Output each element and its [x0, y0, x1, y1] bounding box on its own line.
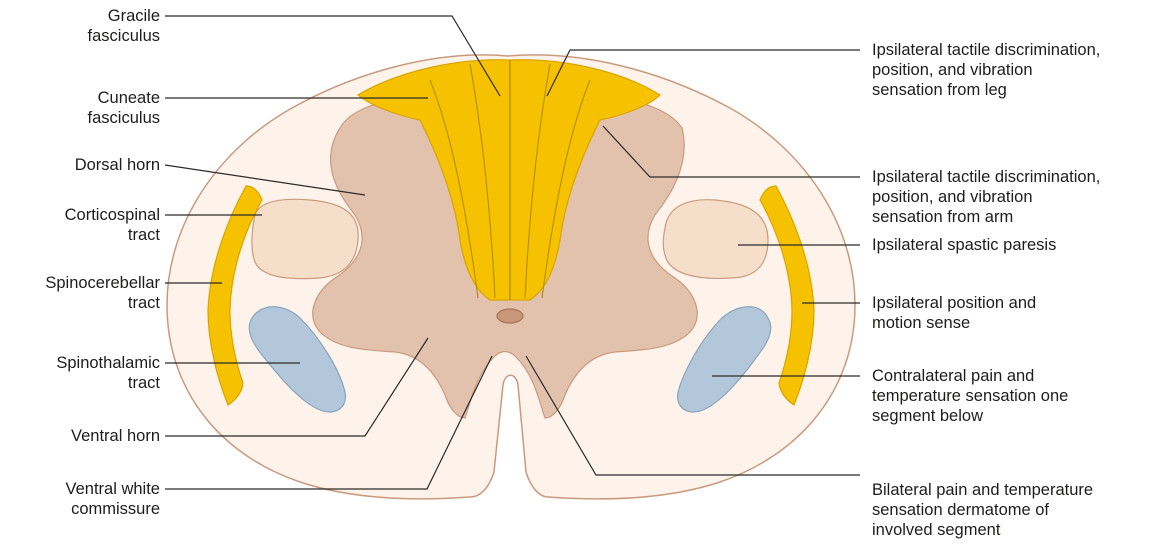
label-line: Ipsilateral tactile discrimination, [872, 40, 1100, 60]
label-line: Gracile [0, 6, 160, 26]
label-line: Spinothalamic [0, 353, 160, 373]
label-gracile-fasciculus: Gracile fasciculus [0, 6, 160, 46]
label-spinothalamic-tract: Spinothalamic tract [0, 353, 160, 393]
corticospinal-tract-left [252, 199, 358, 278]
label-line: tract [0, 225, 160, 245]
label-ventral-white-commissure: Ventral white commissure [0, 479, 160, 519]
label-dorsal-horn: Dorsal horn [0, 155, 160, 175]
label-line: Contralateral pain and [872, 366, 1068, 386]
label-line: Cuneate [0, 88, 160, 108]
label-ventral-horn: Ventral horn [0, 426, 160, 446]
label-line: Corticospinal [0, 205, 160, 225]
label-line: fasciculus [0, 108, 160, 128]
label-spastic-paresis: Ipsilateral spastic paresis [872, 235, 1056, 255]
label-line: commissure [0, 499, 160, 519]
label-line: segment below [872, 406, 1068, 426]
label-leg-sensation: Ipsilateral tactile discrimination, posi… [872, 40, 1100, 100]
label-line: tract [0, 293, 160, 313]
label-line: Ipsilateral tactile discrimination, [872, 167, 1100, 187]
label-contralateral-pain: Contralateral pain and temperature sensa… [872, 366, 1068, 426]
label-line: involved segment [872, 520, 1093, 540]
label-corticospinal-tract: Corticospinal tract [0, 205, 160, 245]
label-line: sensation dermatome of [872, 500, 1093, 520]
label-line: sensation from leg [872, 80, 1100, 100]
label-line: Spinocerebellar [0, 273, 160, 293]
label-spinocerebellar-tract: Spinocerebellar tract [0, 273, 160, 313]
label-arm-sensation: Ipsilateral tactile discrimination, posi… [872, 167, 1100, 227]
label-line: Ventral white [0, 479, 160, 499]
label-line: Bilateral pain and temperature [872, 480, 1093, 500]
label-line: position, and vibration [872, 187, 1100, 207]
label-line: tract [0, 373, 160, 393]
label-line: Ipsilateral spastic paresis [872, 235, 1056, 255]
label-line: sensation from arm [872, 207, 1100, 227]
central-canal [497, 309, 523, 323]
label-cuneate-fasciculus: Cuneate fasciculus [0, 88, 160, 128]
label-line: Dorsal horn [0, 155, 160, 175]
label-line: position, and vibration [872, 60, 1100, 80]
label-bilateral-pain: Bilateral pain and temperature sensation… [872, 480, 1093, 540]
label-position-motion: Ipsilateral position and motion sense [872, 293, 1036, 333]
label-line: Ventral horn [0, 426, 160, 446]
label-line: Ipsilateral position and [872, 293, 1036, 313]
label-line: motion sense [872, 313, 1036, 333]
label-line: fasciculus [0, 26, 160, 46]
label-line: temperature sensation one [872, 386, 1068, 406]
corticospinal-tract-right [663, 200, 768, 279]
